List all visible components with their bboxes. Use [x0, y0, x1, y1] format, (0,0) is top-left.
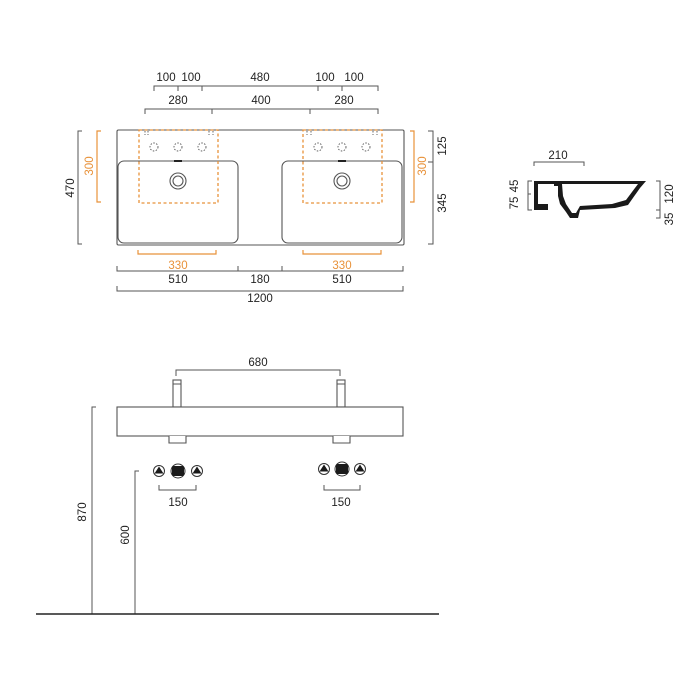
dim-75: 75 [509, 197, 521, 210]
left-tap-hole-3 [197, 142, 207, 152]
dim-510a: 510 [168, 274, 187, 286]
dim-300-left: 300 [84, 156, 96, 175]
dim-180: 180 [250, 274, 269, 286]
top-view: 100 100 480 100 100 280 400 280 [65, 72, 449, 305]
section-view: 210 75 45 35 120 [509, 150, 676, 225]
dim-330-left-line [137, 250, 217, 255]
dim-125: 125 [437, 136, 449, 155]
right-tap-hole-2 [337, 142, 347, 152]
left-tap-hole-1 [149, 142, 159, 152]
dim-510b: 510 [332, 274, 351, 286]
dim-300-left-line [96, 130, 101, 203]
countertop-front [116, 406, 404, 437]
left-valves: 150 [153, 463, 203, 509]
dim-600-line [134, 470, 139, 614]
dim-680: 680 [248, 357, 267, 369]
right-tap-hole-3 [361, 142, 371, 152]
dim-470-line [77, 130, 82, 245]
dim-280b: 280 [334, 95, 353, 107]
dim-45: 45 [509, 180, 521, 193]
dim-330-left: 330 [168, 260, 187, 272]
dim-100a: 100 [156, 72, 175, 84]
left-drain-front [168, 436, 187, 444]
dim-600: 600 [120, 525, 132, 544]
left-tap-zone [138, 129, 219, 204]
dim-1200: 1200 [247, 293, 273, 305]
profile-bowl [562, 184, 638, 213]
right-overflow [338, 160, 346, 162]
dim-total-line [116, 286, 404, 292]
dim-150-right: 150 [331, 497, 350, 509]
dim-right-section-line [656, 180, 661, 219]
dim-100c: 100 [315, 72, 334, 84]
right-valves: 150 [318, 461, 366, 509]
dim-left-section-line [527, 180, 532, 211]
dim-210-line [533, 161, 585, 166]
left-overflow [174, 160, 182, 162]
dim-345: 345 [437, 193, 449, 212]
dim-210: 210 [548, 150, 567, 162]
right-tap-zone [302, 129, 383, 204]
dim-330-right-line [302, 250, 382, 255]
profile-cavity [538, 184, 554, 204]
dim-150-left: 150 [168, 497, 187, 509]
dim-300-right: 300 [417, 156, 429, 175]
dim-330-right: 330 [332, 260, 351, 272]
right-drain-front [332, 436, 351, 444]
right-drain-inner [336, 175, 348, 187]
dim-right-line [428, 130, 434, 245]
dim-bottom-row1 [116, 266, 404, 272]
left-drain-inner [172, 175, 184, 187]
dim-100b: 100 [181, 72, 200, 84]
dim-470: 470 [65, 178, 77, 197]
right-tap-hole-1 [313, 142, 323, 152]
front-view: 680 150 150 [36, 357, 439, 615]
dim-870: 870 [77, 502, 89, 521]
dim-480: 480 [250, 72, 269, 84]
left-tap-hole-2 [173, 142, 183, 152]
dim-870-line [91, 406, 96, 614]
dim-280a: 280 [168, 95, 187, 107]
dim-row1: 100 100 480 100 100 [153, 72, 379, 91]
dim-680-line [175, 369, 341, 376]
dim-100d: 100 [344, 72, 363, 84]
dim-120: 120 [664, 184, 676, 203]
dim-300-right-line [410, 130, 415, 203]
dim-35: 35 [664, 213, 676, 226]
dim-row2: 280 400 280 [144, 95, 379, 114]
dim-400: 400 [251, 95, 270, 107]
